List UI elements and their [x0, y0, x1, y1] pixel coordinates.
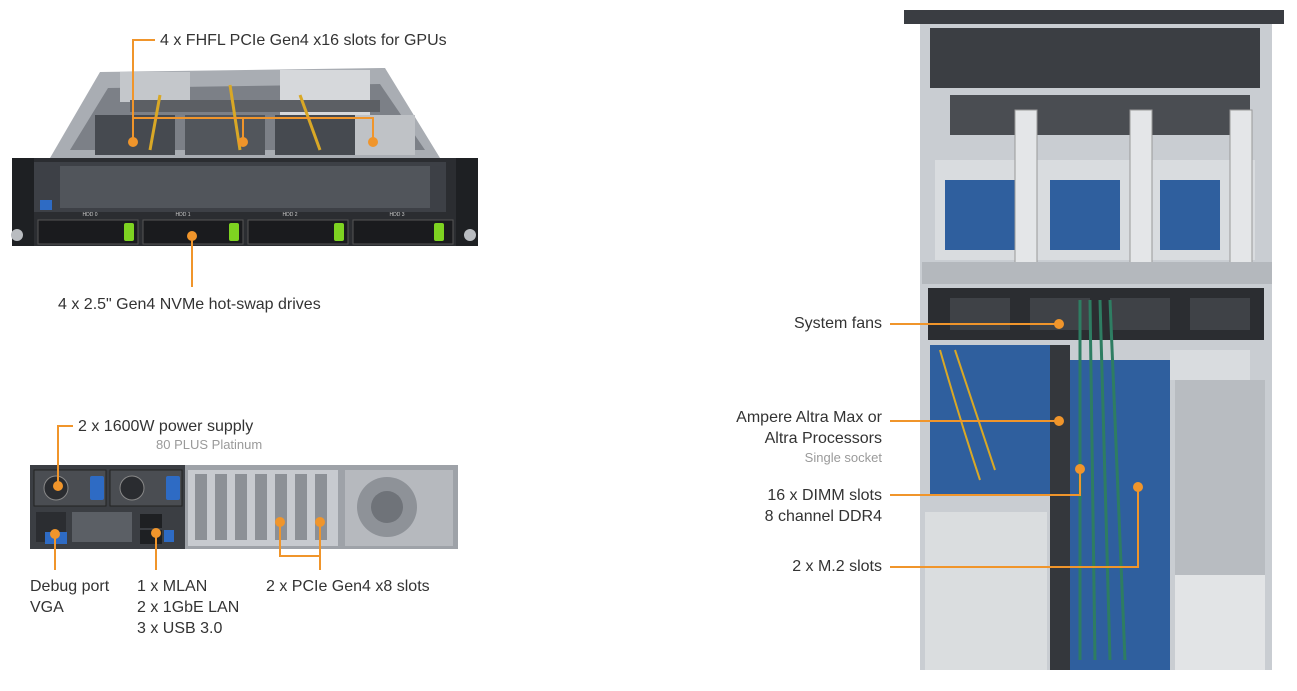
dimm-label-1: 16 x DIMM slots [767, 487, 882, 504]
bay-label-3: HDD 3 [389, 212, 404, 218]
lan-label: 2 x 1GbE LAN [137, 599, 240, 616]
dimm-label-2: 8 channel DDR4 [764, 508, 882, 525]
vga-label: VGA [30, 599, 64, 616]
front-chassis-image: HDD 0 HDD 1 HDD 2 HDD 3 [11, 68, 478, 246]
psu-label: 2 x 1600W power supply [78, 418, 254, 435]
m2-slots-label: 2 x M.2 slots [792, 558, 882, 575]
rear-callout-dots [50, 481, 325, 539]
top-chassis-image [904, 10, 1284, 670]
cpu-label-1: Ampere Altra Max or [736, 409, 882, 426]
front-callout-dots [128, 137, 378, 241]
bay-label-0: HDD 0 [82, 212, 97, 218]
debug-port-label: Debug port [30, 578, 110, 595]
cpu-label-2: Altra Processors [764, 430, 882, 447]
gpu-slots-label: 4 x FHFL PCIe Gen4 x16 slots for GPUs [160, 32, 447, 49]
pcie-x8-label: 2 x PCIe Gen4 x8 slots [266, 578, 430, 595]
rear-chassis-image [30, 465, 458, 549]
usb-label: 3 x USB 3.0 [137, 620, 223, 637]
top-callout-dots [1054, 319, 1143, 492]
top-callout-lines [890, 323, 1139, 568]
mlan-label: 1 x MLAN [137, 578, 208, 595]
psu-sublabel: 80 PLUS Platinum [156, 437, 263, 452]
nvme-drives-label: 4 x 2.5" Gen4 NVMe hot-swap drives [58, 296, 321, 313]
cpu-sublabel: Single socket [804, 450, 882, 465]
bay-label-2: HDD 2 [282, 212, 297, 218]
rear-callout-lines [54, 425, 321, 570]
system-fans-label: System fans [793, 315, 882, 332]
bay-label-1: HDD 1 [175, 212, 190, 218]
